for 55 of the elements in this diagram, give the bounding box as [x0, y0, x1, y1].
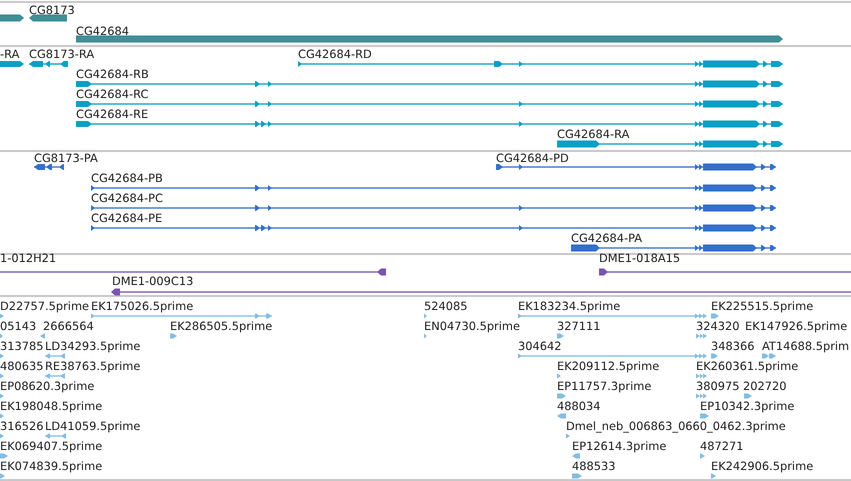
feature-label: EP08620.3prime — [0, 379, 94, 393]
feature-label: DME1-009C13 — [112, 274, 194, 288]
feature-label: EK286505.5prime — [170, 319, 272, 333]
feature-label: CG42684-PA — [571, 231, 642, 245]
feature-label: CG42684-RC — [76, 87, 148, 101]
feature-label: D22757.5prime — [0, 299, 90, 313]
feature-label: CG42684-PB — [91, 171, 163, 185]
feature-label: CG8173-PA — [34, 151, 98, 165]
feature-label: EP10342.3prime — [700, 399, 794, 413]
feature-label: LD34293.5prime — [45, 339, 140, 353]
feature-label: CG42684 — [76, 24, 130, 38]
feature-label: EK175026.5prime — [91, 299, 194, 313]
feature-label: EN04730.5prime — [424, 319, 520, 333]
feature-label: RE38763.5prime — [45, 359, 140, 373]
feature-label: EK074839.5prime — [0, 459, 102, 473]
feature-label: 2666564 — [43, 319, 94, 333]
feature-label: 480635 — [0, 359, 44, 373]
feature-label: 327111 — [557, 319, 600, 333]
feature-label: CG42684-RA — [557, 127, 630, 141]
feature-label: EK183234.5prime — [518, 299, 620, 313]
feature-label: EP11757.3prime — [557, 379, 652, 393]
feature-label: -RA — [0, 47, 20, 61]
feature-label: AT14688.5prim — [762, 339, 850, 353]
feature-label: EK198048.5prime — [0, 399, 102, 413]
feature-label: EK147926.5prime — [745, 319, 848, 333]
feature-label: CG42684-PC — [91, 191, 163, 205]
feature-label: CG42684-RB — [76, 67, 149, 81]
feature-label: 1-012H21 — [0, 251, 56, 265]
feature-label: CG42684-PE — [91, 211, 162, 225]
feature-label: EK225515.5prime — [711, 299, 814, 313]
feature-label: CG42684-RD — [298, 47, 372, 61]
feature-label: 348366 — [711, 339, 754, 353]
feature-label: 324320 — [696, 319, 740, 333]
feature-label: EK209112.5prime — [557, 359, 660, 373]
feature-label: 524085 — [424, 299, 468, 313]
feature-label: EK069407.5prime — [0, 439, 102, 453]
feature-label: 488533 — [572, 459, 616, 473]
feature-label: 05143 — [0, 319, 36, 333]
feature-label: Dmel_neb_006863_0660_0462.3prime — [566, 419, 786, 433]
feature-label: EK260361.5prime — [696, 359, 798, 373]
feature-label: CG42684-PD — [496, 151, 569, 165]
feature-label: 202720 — [743, 379, 786, 393]
feature-label: 488034 — [557, 399, 600, 413]
feature-label: 313785 — [0, 339, 44, 353]
feature-label: CG8173-RA — [29, 47, 94, 61]
feature-label: 316526 — [0, 419, 44, 433]
feature-label: DME1-018A15 — [599, 251, 680, 265]
feature-label: 380975 — [696, 379, 740, 393]
feature-label: 304642 — [518, 339, 562, 353]
feature-label: EP12614.3prime — [572, 439, 666, 453]
feature-label: EK242906.5prime — [711, 459, 814, 473]
feature-label: 487271 — [700, 439, 744, 453]
feature-label: CG8173 — [29, 3, 75, 17]
feature-label: CG42684-RE — [76, 107, 148, 121]
feature-label: LD41059.5prime — [45, 419, 140, 433]
